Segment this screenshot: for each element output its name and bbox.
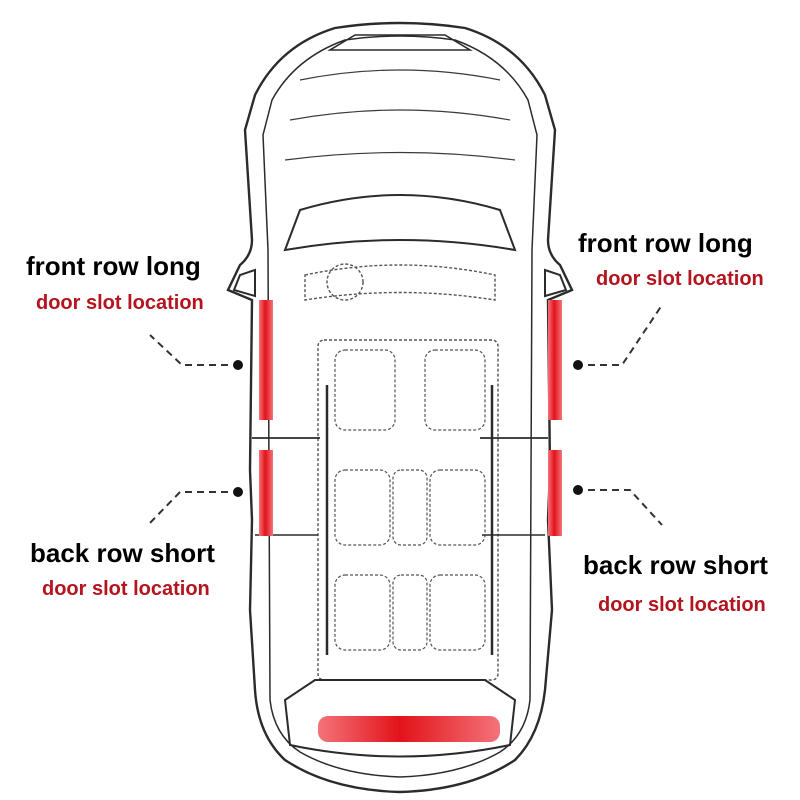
leader-back-right	[588, 489, 663, 526]
windshield	[283, 194, 517, 252]
slot-front-left	[259, 300, 273, 420]
dot-back-right	[573, 485, 583, 495]
car-body-outline	[226, 21, 574, 794]
seat-rear-center	[392, 574, 428, 651]
leader-front-left	[149, 334, 228, 366]
hood-outline	[327, 34, 473, 51]
cabin-floor	[317, 339, 499, 681]
steering-wheel	[326, 263, 364, 301]
slot-front-right	[548, 300, 562, 420]
car-body-inner-line	[262, 35, 538, 778]
front-right-title: front row long	[578, 228, 753, 258]
seat-front-right	[424, 349, 486, 431]
slot-rear-hatch	[318, 716, 500, 742]
seat-front-left	[334, 349, 396, 431]
dot-back-left	[233, 487, 243, 497]
slot-back-left	[259, 450, 273, 536]
mirror-right	[544, 268, 568, 298]
dot-front-left	[233, 360, 243, 370]
leader-back-left	[147, 491, 228, 526]
seat-middle-right	[429, 469, 486, 546]
mirror-left	[232, 268, 256, 298]
seat-middle-center	[392, 469, 428, 546]
dot-front-right	[573, 360, 583, 370]
back-left-subtitle: door slot location	[42, 578, 210, 600]
seat-rear-right	[429, 574, 486, 651]
hood-crease	[284, 69, 516, 161]
front-right-subtitle: door slot location	[596, 268, 764, 290]
back-right-subtitle: door slot location	[598, 594, 766, 616]
slot-back-right	[548, 450, 562, 536]
seat-rear-left	[334, 574, 391, 651]
back-left-title: back row short	[30, 538, 215, 568]
seat-middle-left	[334, 469, 391, 546]
rear-hatch-outline	[283, 679, 517, 758]
dashboard	[304, 264, 496, 301]
back-right-title: back row short	[583, 550, 768, 580]
leader-front-right	[588, 304, 663, 366]
front-left-subtitle: door slot location	[36, 292, 204, 314]
front-left-title: front row long	[26, 251, 201, 281]
